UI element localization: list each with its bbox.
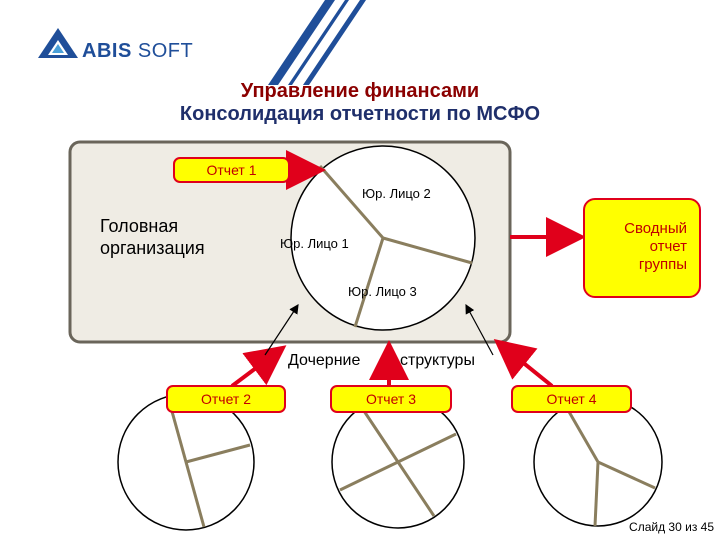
report-3-badge: Отчет 3 — [330, 385, 452, 413]
legal-entity-1-label: Юр. Лицо 1 — [280, 236, 349, 251]
subsidiary-pie-3 — [533, 397, 663, 527]
arrow-report2-to-subsidiaries — [230, 345, 287, 388]
decorative-stripes — [268, 0, 366, 85]
legal-entity-3-label: Юр. Лицо 3 — [348, 284, 417, 299]
consolidated-report-box: Сводный отчет группы — [583, 198, 701, 298]
subsidiaries-label-part2: структуры — [400, 352, 475, 369]
report-1-badge: Отчет 1 — [173, 157, 290, 183]
page-subtitle: Консолидация отчетности по МСФО — [179, 103, 541, 125]
arrow-report4-to-subsidiaries — [493, 338, 554, 388]
slide-number: Слайд 30 из 45 — [629, 520, 714, 534]
report-2-badge: Отчет 2 — [166, 385, 286, 413]
subsidiary-pie-1 — [117, 393, 255, 531]
leader-line-left — [264, 303, 299, 356]
logo-text: ABIS SOFT — [82, 40, 194, 62]
logo-icon — [38, 28, 78, 58]
legal-entity-2-label: Юр. Лицо 2 — [362, 186, 431, 201]
consolidation-pie — [290, 145, 476, 331]
head-organization-label: Головная организация — [100, 216, 205, 258]
page-title: Управление финансами — [240, 80, 480, 102]
leader-line-right — [465, 303, 494, 356]
subsidiaries-label-part1: Дочерние — [288, 352, 361, 369]
report-4-badge: Отчет 4 — [511, 385, 632, 413]
subsidiary-pie-2 — [331, 395, 465, 529]
